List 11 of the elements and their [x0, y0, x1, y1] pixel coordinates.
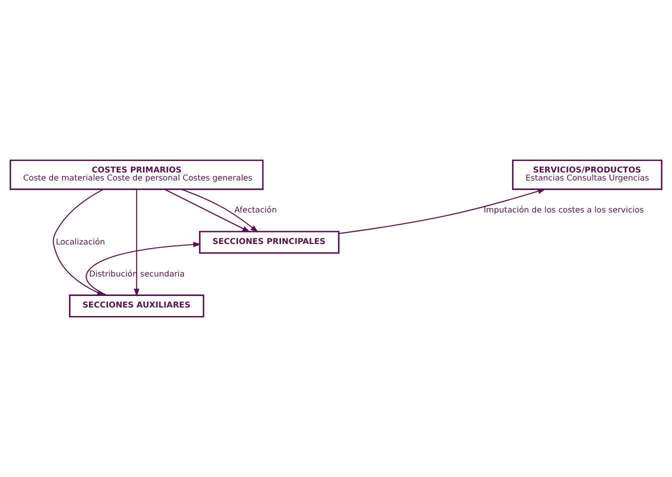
arrow [338, 188, 546, 234]
edge-label: Localización [56, 236, 106, 246]
edge-label: Imputación de los costes a los servicios [484, 204, 644, 215]
node-box: COSTES PRIMARIOS Coste de materiales Coste de personal Costes generales [10, 160, 264, 190]
node-box: SERVICIOS/PRODUCTOS Estancias Consultas Urgencias [512, 160, 662, 190]
arrow [164, 188, 250, 232]
node-box: SECCIONES PRINCIPALES [199, 230, 340, 254]
edge-label: Afectación [234, 204, 277, 215]
arrow [181, 188, 258, 232]
arrow [134, 189, 140, 297]
node-box: SECCIONES AUXILIARES [69, 294, 204, 318]
